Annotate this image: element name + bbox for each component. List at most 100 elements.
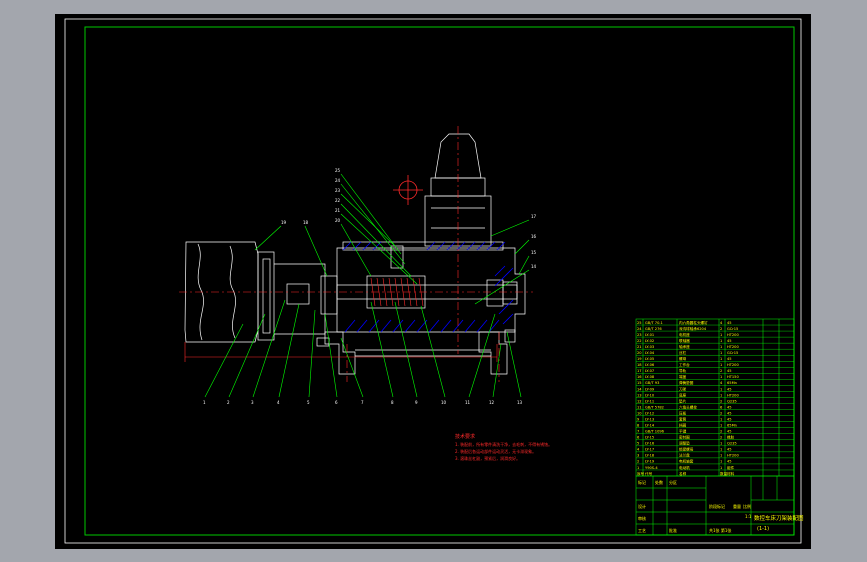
motor-flange-inner: [262, 258, 271, 334]
leader-bottom-4: [278, 303, 300, 398]
callout-top: 20: [335, 218, 341, 223]
cad-viewport[interactable]: 25 24 23 22 21 20 19 18 17 16 15 14 1 2 …: [55, 14, 811, 549]
bom-cell-name: 轴承座: [679, 344, 690, 349]
bom-cell-name: 工作台: [679, 362, 690, 367]
drawing-frame: [84, 26, 795, 536]
leader-bottom-3: [252, 299, 286, 398]
title-block: [635, 475, 795, 536]
bom-cell-qty: 1: [720, 375, 722, 379]
tb-sheet: 共1张 第1张: [709, 527, 731, 533]
bom-cell-material: HT200: [727, 454, 739, 458]
bom-cell-material: 橡胶: [727, 435, 735, 440]
bom-cell-qty: 1: [720, 351, 722, 355]
bom-cell-no: 20: [637, 351, 642, 355]
bom-cell-name: 端盖: [679, 374, 687, 379]
callout-bottom: 13: [517, 400, 523, 405]
bom-cell-name: 密封圈: [679, 435, 690, 440]
callout-bottom: 11: [465, 400, 471, 405]
bom-cell-no: 23: [637, 333, 642, 337]
technical-notes-heading: 技术要求: [455, 434, 476, 440]
bom-cell-qty: 1: [720, 417, 722, 421]
bom-cell-name: 内六角圆柱头螺钉: [679, 320, 708, 325]
bom-cell-no: 21: [637, 345, 642, 349]
leader-top-20: [340, 223, 372, 277]
tb-scale: 1:1: [745, 514, 752, 519]
bearing-right: [486, 279, 504, 307]
leader-bottom-7: [340, 337, 364, 398]
tb-label: 重量: [733, 503, 741, 509]
bearing-seat-left: [320, 275, 338, 315]
bom-cell-name: 深沟球轴承6204: [679, 326, 707, 331]
bom-cell-no: 10: [637, 411, 642, 415]
bom-cell-material: 45: [727, 417, 732, 421]
leader-right-16: [514, 239, 530, 255]
tb-label: 标记: [638, 479, 646, 485]
bom-cell-code: GB/T 70.1: [645, 321, 663, 325]
bom-cell-no: 19: [637, 357, 642, 361]
center-lines: [179, 126, 533, 382]
bom-cell-name: 电机座: [679, 332, 690, 337]
bom-cell-no: 7: [637, 430, 639, 434]
callout-top: 19: [281, 220, 287, 225]
leader-lines: [204, 173, 530, 398]
leader-bottom-8: [370, 301, 394, 398]
callout-bottom: 7: [361, 400, 364, 405]
bom-cell-no: 3: [637, 454, 639, 458]
bom-cell-name: 底座: [679, 392, 687, 397]
bom-cell-no: 4: [637, 448, 640, 452]
bom-cell-name: 丝杠: [679, 350, 687, 355]
callout-bottom: 12: [489, 400, 495, 405]
tb-label: 批准: [669, 527, 677, 533]
tb-label: 处数: [655, 479, 663, 485]
tb-label: 分区: [669, 479, 677, 485]
tool-post-top: [434, 133, 482, 179]
bom-header-name: 名称: [679, 471, 687, 476]
housing-top-plate: [342, 241, 504, 251]
bom-cell-material: 45: [727, 405, 732, 409]
callout-top: 21: [335, 208, 341, 213]
bom-cell-code: GB/T 276: [645, 327, 662, 331]
bom-cell-name: 弹簧垫圈: [679, 380, 694, 385]
tb-label: 比例: [743, 503, 751, 509]
tb-label: 设计: [638, 503, 646, 509]
bom-header-material: 材料: [727, 471, 735, 476]
tb-label: 审核: [638, 515, 646, 521]
leader-bottom-13: [506, 331, 522, 398]
bom-cell-qty: 4: [720, 321, 723, 325]
callout-top: 18: [303, 220, 309, 225]
bom-cell-qty: 2: [720, 327, 722, 331]
callout-bottom: 3: [251, 400, 254, 405]
hatch-housing-side: [494, 265, 514, 325]
bom-cell-qty: 2: [720, 399, 722, 403]
bom-cell-code: LY-03: [645, 345, 654, 349]
bom-cell-code: LY-18: [645, 454, 655, 458]
leader-top-18: [304, 225, 328, 277]
bom-cell-code: GB/T 5782: [645, 405, 664, 409]
callout-bottom: 4: [277, 400, 280, 405]
leader-top-22: [340, 203, 412, 277]
bom-cell-qty: 1: [720, 357, 722, 361]
bom-cell-name: 压板: [679, 410, 687, 415]
bolt-bottom-left: [316, 337, 330, 347]
callout-bottom: 8: [391, 400, 394, 405]
callout-bottom: 1: [203, 400, 206, 405]
bom-cell-name: 法兰盘: [679, 453, 690, 458]
callouts-bottom: 1 2 3 4 5 6 7 8 9 10 11 12 13: [203, 400, 523, 405]
leader-top-19: [254, 225, 282, 251]
assembly-drawing: 25 24 23 22 21 20 19 18 17 16 15 14 1 2 …: [64, 18, 804, 544]
bom-cell-code: LY-07: [645, 369, 654, 373]
bom-cell-material: 65Mn: [727, 381, 737, 385]
leader-top-23: [340, 193, 396, 247]
callout-top: 16: [531, 234, 537, 239]
bom-cell-code: LY-06: [645, 363, 655, 367]
title-block-text: 标记 处数 分区 设计 审核 工艺 批准 阶段标记 重量 比例 共1张 第1张 …: [638, 479, 804, 533]
bom-cell-code: LY-08: [645, 375, 655, 379]
leader-bottom-9: [394, 301, 418, 398]
callout-top: 15: [531, 250, 537, 255]
callout-top: 17: [531, 214, 537, 219]
bom-cell-no: 18: [637, 363, 642, 367]
bom-cell-material: 45: [727, 460, 732, 464]
bom-header-no: 序号: [637, 471, 645, 476]
bom-cell-qty: 2: [720, 411, 722, 415]
bom-cell-name: 挡圈: [679, 422, 687, 427]
